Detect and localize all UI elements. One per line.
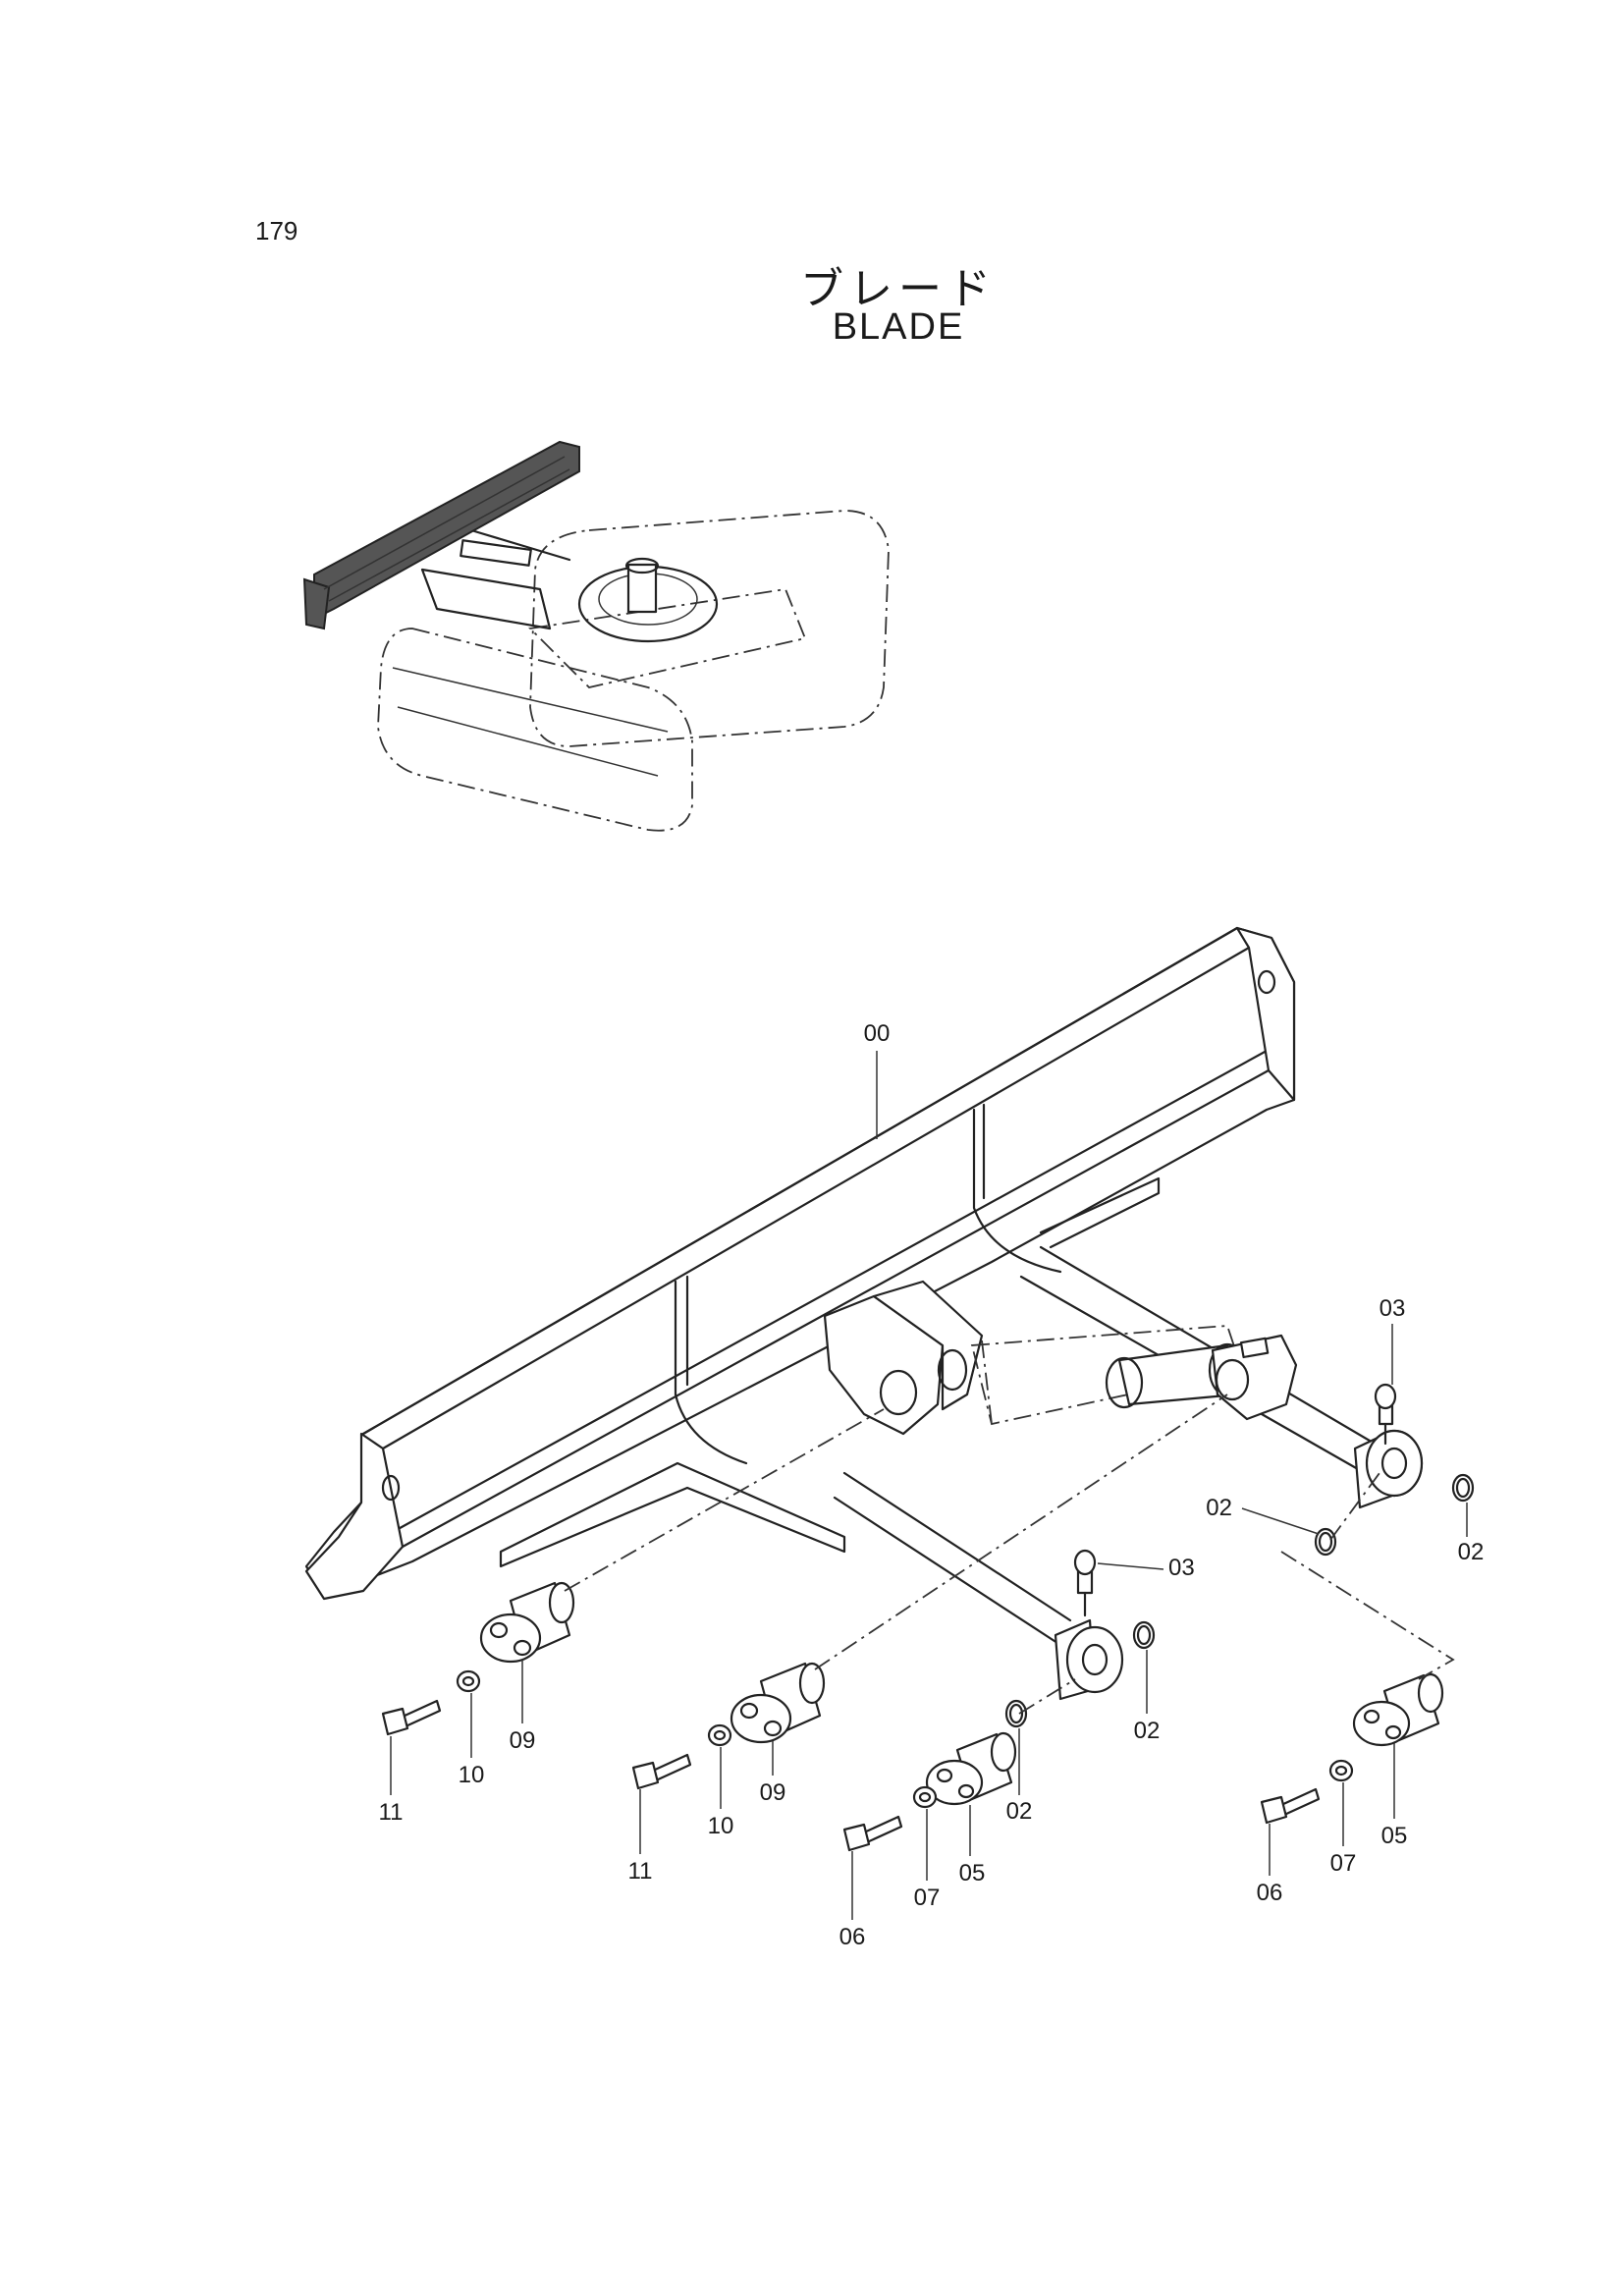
callout-labels: 00 03 02 02 03 02 02 09 10 11 09 10 11 0… — [379, 1020, 1485, 1950]
label-05: 05 — [959, 1860, 986, 1886]
machine-overview-illustration — [302, 440, 890, 832]
label-00: 00 — [864, 1020, 891, 1047]
washer-07-a — [912, 1785, 938, 1809]
label-05: 05 — [1381, 1823, 1408, 1849]
washer-07-b — [1328, 1759, 1354, 1782]
label-06: 06 — [1257, 1880, 1283, 1906]
pin-09-a — [479, 1581, 575, 1664]
bolt-06-a — [842, 1815, 903, 1852]
label-03: 03 — [1168, 1555, 1195, 1581]
bolt-11-a — [381, 1699, 442, 1736]
label-07: 07 — [914, 1885, 941, 1911]
page-number: 179 — [255, 216, 298, 246]
label-11: 11 — [628, 1858, 653, 1885]
label-07: 07 — [1330, 1850, 1357, 1877]
label-09: 09 — [760, 1779, 786, 1806]
washer-10-a — [456, 1669, 481, 1693]
bolt-06-b — [1260, 1787, 1321, 1825]
label-02: 02 — [1134, 1718, 1161, 1744]
snap-ring — [1004, 1699, 1028, 1728]
snap-ring — [1132, 1620, 1156, 1650]
blade-assembly — [304, 926, 1424, 1701]
grease-fitting-b — [1073, 1549, 1097, 1617]
washer-10-b — [707, 1723, 732, 1747]
grease-fitting-a — [1374, 1383, 1397, 1446]
pin-05-a — [925, 1731, 1017, 1806]
loose-parts — [381, 1383, 1475, 1852]
label-10: 10 — [708, 1813, 734, 1839]
title-japanese: ブレード — [800, 264, 997, 314]
snap-ring — [1451, 1473, 1475, 1503]
pin-09-b — [730, 1662, 826, 1744]
label-02: 02 — [1458, 1539, 1485, 1565]
label-10: 10 — [459, 1762, 485, 1788]
label-02: 02 — [1206, 1495, 1232, 1521]
label-09: 09 — [510, 1727, 536, 1754]
label-06: 06 — [839, 1924, 866, 1950]
bolt-11-b — [631, 1753, 692, 1790]
label-11: 11 — [379, 1799, 404, 1826]
pin-05-b — [1352, 1672, 1444, 1747]
title-english: BLADE — [832, 306, 965, 348]
snap-ring — [1314, 1527, 1337, 1557]
leader-lines — [390, 1051, 1468, 1920]
label-02: 02 — [1006, 1798, 1033, 1825]
label-03: 03 — [1380, 1295, 1406, 1322]
